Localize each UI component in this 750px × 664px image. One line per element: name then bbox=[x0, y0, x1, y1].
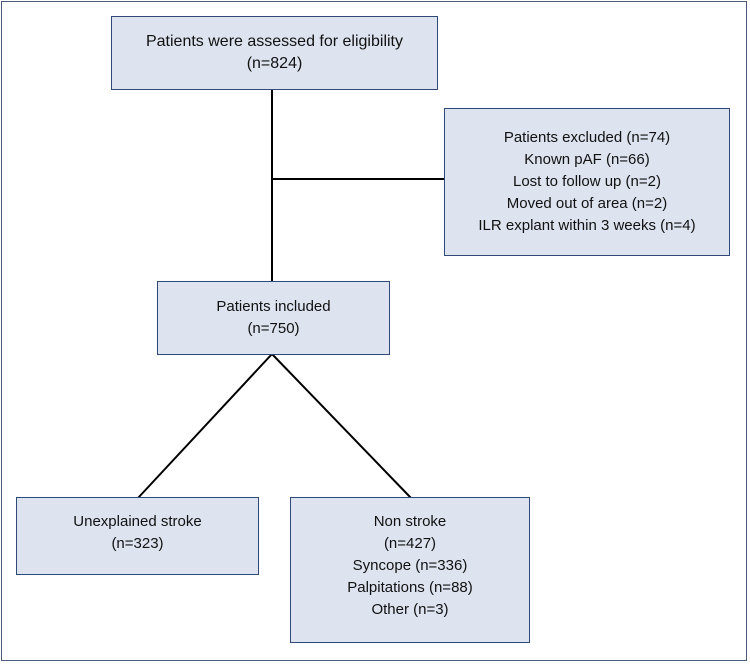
included-label: Patients included bbox=[216, 298, 331, 315]
excluded-item: Known pAF (n=66) bbox=[524, 151, 650, 168]
connector-to-unexplained bbox=[137, 353, 273, 499]
assessed-label: Patients were assessed for eligibility bbox=[145, 33, 403, 50]
unexplained-stroke-box: Unexplained stroke (n=323) bbox=[16, 497, 259, 575]
excluded-title: Patients excluded (n=74) bbox=[503, 129, 671, 146]
non-stroke-count: (n=427) bbox=[383, 535, 437, 552]
connector-to-non-stroke bbox=[271, 353, 412, 499]
excluded-item: Moved out of area (n=2) bbox=[506, 195, 668, 212]
unexplained-stroke-label: Unexplained stroke bbox=[73, 513, 202, 530]
non-stroke-title: Non stroke bbox=[373, 513, 447, 530]
non-stroke-item: Syncope (n=336) bbox=[352, 557, 468, 574]
unexplained-stroke-count: (n=323) bbox=[111, 535, 164, 552]
excluded-item: Lost to follow up (n=2) bbox=[512, 173, 661, 190]
non-stroke-item: Other (n=3) bbox=[371, 601, 449, 618]
assessed-count: (n=824) bbox=[246, 55, 303, 72]
excluded-item: ILR explant within 3 weeks (n=4) bbox=[478, 217, 696, 234]
non-stroke-box: Non stroke (n=427) Syncope (n=336) Palpi… bbox=[290, 497, 530, 643]
non-stroke-item: Palpitations (n=88) bbox=[347, 579, 473, 596]
excluded-box: Patients excluded (n=74) Known pAF (n=66… bbox=[444, 108, 730, 256]
included-count: (n=750) bbox=[247, 320, 300, 337]
included-box: Patients included (n=750) bbox=[157, 281, 390, 355]
assessed-box: Patients were assessed for eligibility (… bbox=[111, 16, 438, 90]
